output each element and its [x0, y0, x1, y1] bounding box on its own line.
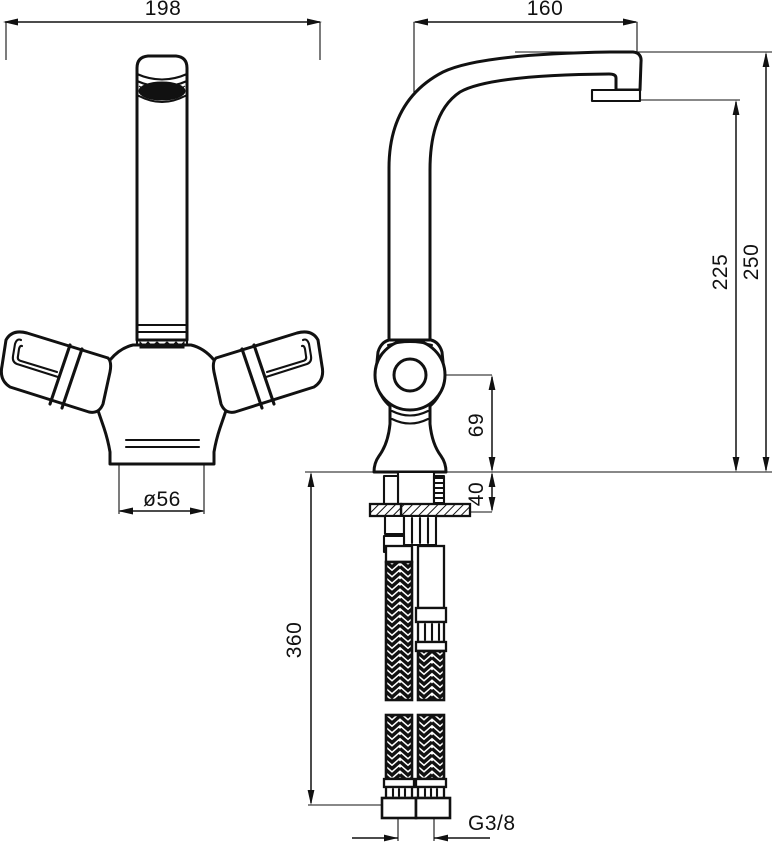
flex-hose-left [382, 544, 416, 789]
dimension-198-label: 198 [145, 0, 182, 20]
side-view [368, 50, 643, 820]
dimension-40-label: 40 [465, 482, 488, 506]
front-view [0, 54, 325, 466]
dimension-225-label: 225 [709, 254, 732, 291]
handle-right [211, 330, 325, 414]
dimension-diameter-56-label: ø56 [143, 488, 181, 511]
dimension-diameter-56: ø56 [118, 465, 205, 515]
aerator-outlet [590, 88, 642, 103]
dimension-198: 198 [3, 0, 322, 60]
dimension-69: 69 [465, 375, 496, 472]
body-base-front [91, 339, 233, 466]
spout-column-front [135, 54, 189, 342]
dimension-360: 360 [283, 471, 390, 806]
handle-left [0, 330, 113, 414]
dimension-225: 225 [709, 100, 740, 472]
dimension-thread-g38-label: G3/8 [468, 812, 516, 835]
valve-hub-side [372, 338, 448, 474]
dimension-360-label: 360 [283, 622, 306, 659]
dimension-40: 40 [455, 472, 496, 513]
dimension-160-label: 160 [527, 0, 564, 20]
flex-hose-right [414, 544, 448, 789]
spout-curve-side [387, 50, 643, 342]
dimension-69-label: 69 [465, 413, 488, 437]
dimension-160: 160 [413, 0, 638, 120]
mounting-washer [368, 502, 472, 518]
hose-nut-left [380, 785, 418, 820]
dimension-250-label: 250 [740, 244, 763, 281]
hose-nut-right [414, 785, 452, 820]
dimension-250: 250 [740, 52, 770, 472]
